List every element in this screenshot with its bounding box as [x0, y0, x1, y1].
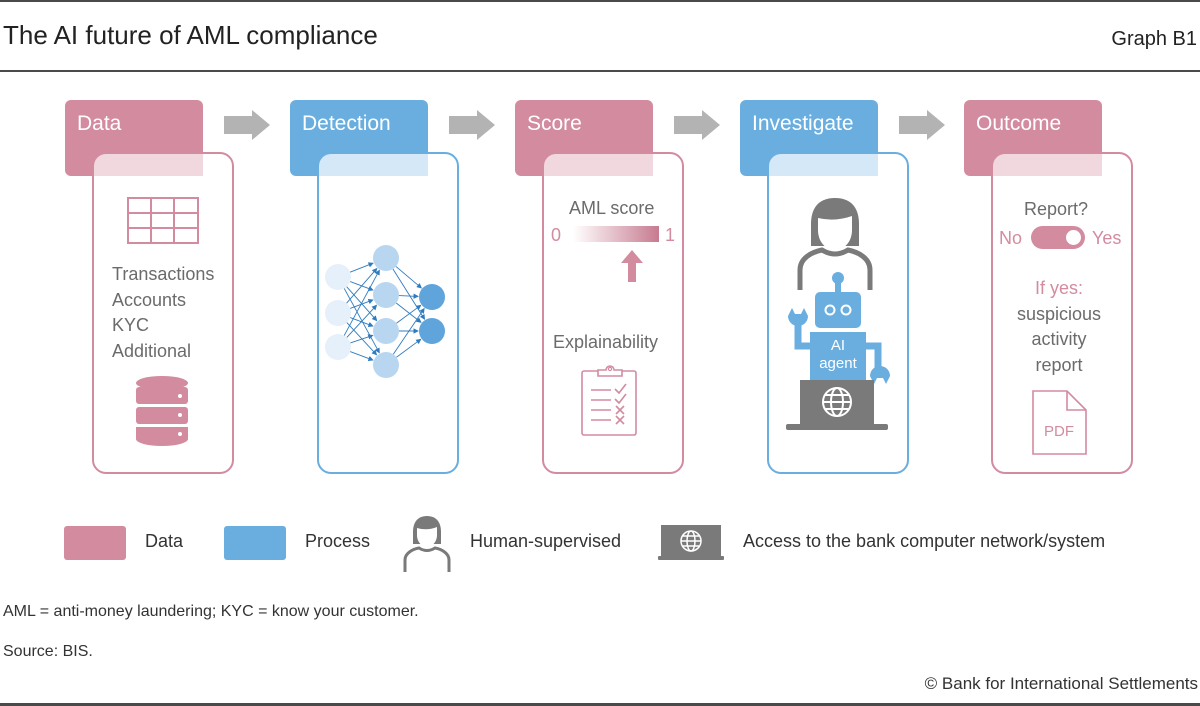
nn-connection: [392, 307, 425, 355]
tab-overlap: [94, 154, 203, 176]
nn-node: [325, 334, 351, 360]
nn-node: [373, 352, 399, 378]
source-note: Source: BIS.: [3, 643, 93, 660]
copyright: © Bank for International Settlements: [924, 674, 1198, 693]
pdf-label: PDF: [1044, 423, 1074, 440]
title-rule: [0, 70, 1200, 72]
nn-connection: [346, 304, 378, 338]
stage-label: Score: [527, 112, 582, 135]
database-icon: [136, 376, 188, 446]
stage-label: Investigate: [752, 112, 854, 135]
legend-human-icon: [403, 516, 451, 572]
item-accounts: Accounts: [112, 289, 187, 310]
stage-card: [317, 152, 459, 474]
flow-arrow: [899, 110, 945, 140]
toggle-on-label: Yes: [1092, 228, 1122, 248]
result-line: activity: [1031, 329, 1087, 349]
data-items: Transactions Accounts KYC Additional: [112, 262, 214, 364]
nn-connection: [392, 268, 426, 320]
bottom-rule: [0, 703, 1200, 706]
stage-detection: Detection: [290, 100, 480, 475]
nn-node: [373, 318, 399, 344]
nn-node: [325, 300, 351, 326]
nn-node: [419, 284, 445, 310]
item-kyc: KYC: [112, 315, 150, 335]
explainability-label: Explainability: [553, 332, 659, 352]
nn-connection: [398, 293, 419, 299]
pdf-file-icon: PDF: [1032, 390, 1087, 455]
tab-overlap: [993, 154, 1102, 176]
flow-arrow: [674, 110, 720, 140]
toggle-knob: [1066, 230, 1081, 245]
aml-score-label: AML score: [569, 198, 655, 218]
agent-label: AI agent: [810, 337, 866, 373]
nn-node: [373, 245, 399, 271]
nn-connection: [350, 351, 374, 362]
top-rule: [0, 0, 1200, 2]
legend-label-process: Process: [305, 531, 371, 551]
nn-connection: [396, 304, 422, 324]
nn-connection: [350, 334, 374, 344]
flow-arrow: [449, 110, 495, 140]
gradient-scale: [573, 226, 659, 242]
stage-card: [991, 152, 1133, 474]
clipboard-checklist-icon: [581, 365, 637, 436]
legend-label-human: Human-supervised: [470, 531, 622, 551]
result-line: report: [1035, 354, 1083, 375]
report-question: Report?: [1024, 199, 1089, 219]
stage-card: [542, 152, 684, 474]
nn-connection: [395, 266, 423, 289]
nn-connection: [343, 269, 380, 336]
stage-label: Data: [77, 112, 122, 135]
nn-connection: [349, 262, 374, 273]
legend-swatch-data: [64, 526, 126, 560]
abbreviations-note: AML = anti-money laundering; KYC = know …: [3, 603, 419, 620]
stage-investigate: Investigate AI agent: [740, 100, 930, 475]
stage-score: Score AML score 0 1 Explainability: [515, 100, 705, 475]
stage-data: Data Transactions Accounts KYC Additiona…: [65, 100, 255, 475]
legend-label-access: Access to the bank computer network/syst…: [743, 531, 1106, 551]
score-max: 1: [665, 225, 676, 245]
neural-network-icon: [325, 245, 445, 378]
stage-label: Outcome: [976, 112, 1062, 135]
human-icon: [797, 198, 873, 290]
legend-label-data: Data: [145, 531, 184, 551]
tab-overlap: [319, 154, 428, 176]
outcome-text: If yes: suspicious activity report: [994, 276, 1124, 378]
nn-connection: [346, 267, 378, 304]
nn-node: [419, 318, 445, 344]
up-arrow-icon: [621, 250, 643, 282]
score-min: 0: [551, 225, 562, 245]
nn-connection: [346, 322, 378, 356]
tab-overlap: [544, 154, 653, 176]
stage-card: [92, 152, 234, 474]
agent-label-line1: AI: [830, 337, 846, 354]
flow-arrow: [224, 110, 270, 140]
agent-label-line2: agent: [819, 355, 857, 372]
item-additional: Additional: [112, 340, 192, 361]
table-icon: [127, 197, 199, 244]
legend-swatch-process: [224, 526, 286, 560]
nn-connection: [396, 338, 422, 358]
item-transactions: Transactions: [112, 264, 215, 284]
stage-label: Detection: [302, 112, 391, 135]
result-line: suspicious: [1016, 303, 1102, 324]
nn-node: [325, 264, 351, 290]
if-yes-label: If yes:: [1034, 278, 1083, 298]
legend-laptop-globe-icon: [658, 525, 724, 560]
toggle-off-label: No: [999, 228, 1023, 248]
graph-id: Graph B1: [1111, 28, 1197, 50]
report-toggle[interactable]: [1031, 226, 1085, 249]
stage-card: [767, 152, 909, 474]
tab-overlap: [769, 154, 878, 176]
nn-node: [373, 282, 399, 308]
laptop-globe-icon: [786, 380, 888, 430]
stage-outcome: Outcome Report? No Yes If yes: suspiciou…: [964, 100, 1154, 475]
chart-title: The AI future of AML compliance: [3, 20, 378, 50]
